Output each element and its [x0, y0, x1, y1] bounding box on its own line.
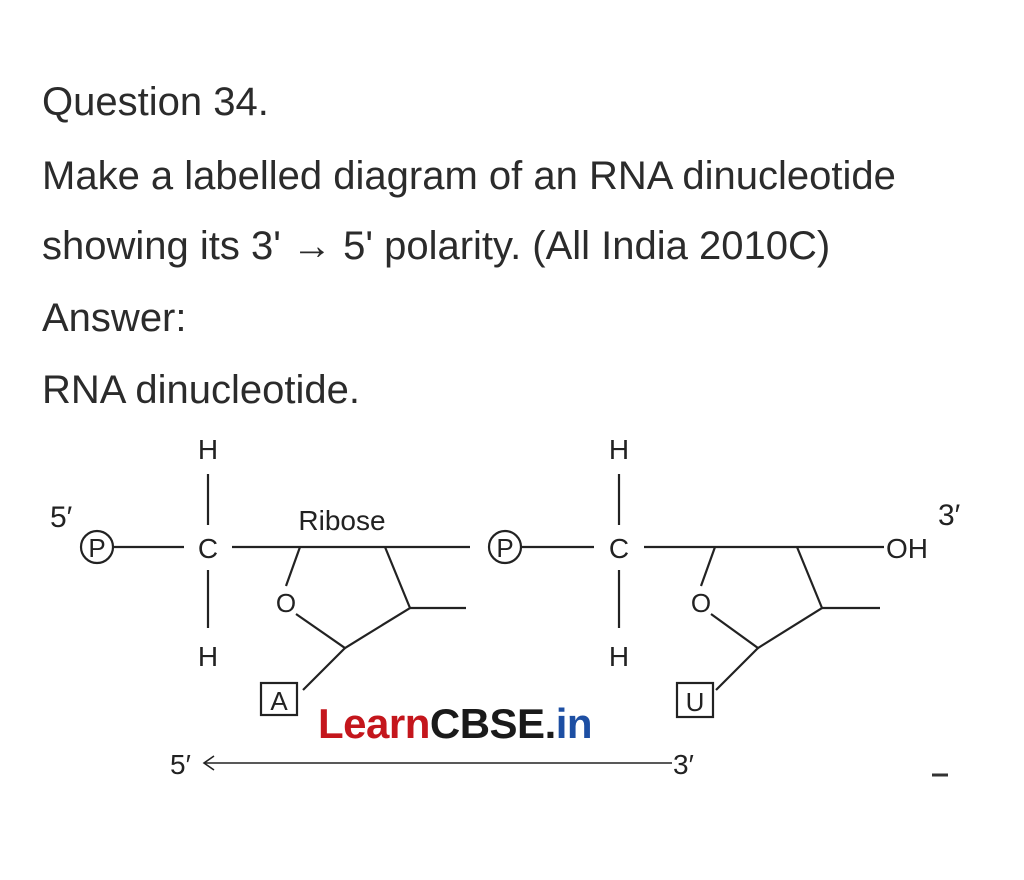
ring-oxygen-label-2: O [691, 588, 711, 618]
polarity-arrowhead [202, 755, 215, 771]
h-bottom-label-2: H [609, 641, 629, 672]
h-top-label-1: H [198, 434, 218, 465]
base-label-a: A [270, 686, 288, 716]
rna-dinucleotide-diagram: 5′ P C H H Ribose O A P C H H O U OH 3′ … [50, 434, 961, 780]
bond-ribose2-base [715, 647, 759, 691]
ring-oxygen-label-1: O [276, 588, 296, 618]
base-box-u [675, 681, 715, 719]
carbon-label-1: C [198, 533, 218, 564]
answer-label: Answer: [42, 296, 187, 340]
watermark-in: in [555, 700, 593, 747]
ribose-ring-1 [284, 546, 302, 587]
base-box-a [259, 681, 299, 717]
arrow-three-prime-label: 3′ [673, 749, 694, 780]
oh-label: OH [886, 533, 928, 564]
question-title: Question 34. [42, 80, 269, 124]
ribose-ring-1b [295, 546, 412, 650]
watermark-dot: . [544, 700, 557, 747]
watermark-cbse: CBSE [429, 700, 545, 747]
arrow-five-prime-label: 5′ [170, 749, 191, 780]
h-top-label-2: H [609, 434, 629, 465]
five-prime-top-label: 5′ [50, 501, 73, 534]
ribose-ring-2b [710, 546, 824, 650]
question-line-1: Make a labelled diagram of an RNA dinucl… [42, 154, 896, 198]
learncbse-watermark: LearnCBSE.in [318, 700, 593, 748]
phosphate-label-1: P [88, 533, 105, 563]
phosphate-label-2: P [496, 533, 513, 563]
question-line-2: showing its 3' → 5' polarity. (All India… [42, 224, 831, 268]
watermark-learn: Learn [318, 700, 430, 747]
base-label-u: U [686, 687, 705, 717]
answer-text: RNA dinucleotide. [42, 368, 360, 412]
h-bottom-label-1: H [198, 641, 218, 672]
carbon-label-2: C [609, 533, 629, 564]
ribose-ring-2 [699, 546, 717, 587]
three-prime-top-label: 3′ [938, 499, 961, 532]
ribose-label: Ribose [298, 505, 385, 536]
bond-ribose1-base [302, 647, 346, 691]
